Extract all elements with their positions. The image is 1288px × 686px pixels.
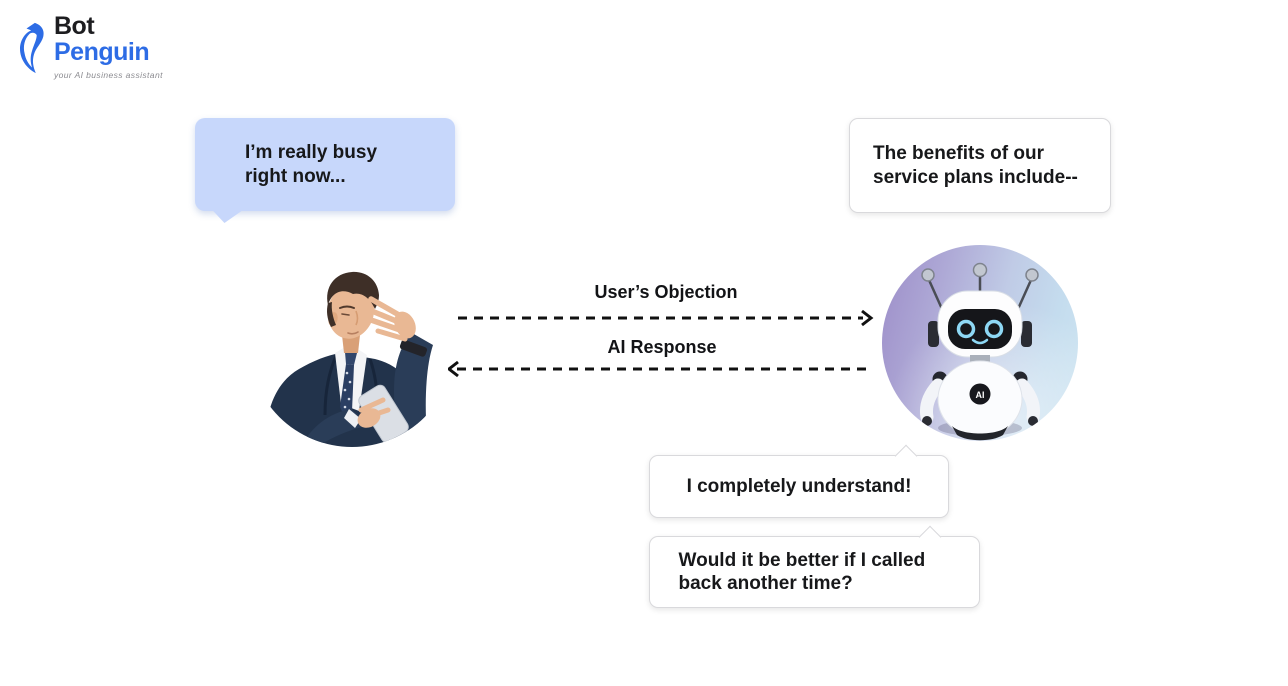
response-flow-label: AI Response [607,337,717,357]
bot-understand-text: I completely understand! [686,475,912,497]
robot-ai-badge: AI [976,390,985,400]
logo-word-bot: Bot [54,12,95,40]
bubble-tail-up [918,525,942,548]
robot-illustration: AI [920,262,1040,441]
bubble-tail-up [894,444,918,467]
businessman-illustration [265,271,433,447]
botpenguin-logo: Bot Penguin your AI business assistant [16,14,163,80]
user-objection-text: I’m really busy right now... [245,142,378,187]
logo-tagline: your AI business assistant [54,70,163,80]
response-arrow-left-icon [448,360,869,378]
logo-wordmark: Bot Penguin your AI business assistant [54,14,163,80]
bot-pitch-bubble: The benefits of our service plans includ… [849,118,1111,213]
bubble-tail-down [212,210,243,223]
objection-arrow-right-icon [458,309,874,327]
bot-callback-text: Would it be better if I called back anot… [678,549,926,594]
bot-understand-bubble: I completely understand! [649,444,949,518]
ai-chatbot-avatar: AI [882,245,1078,441]
penguin-icon [20,22,44,74]
bot-pitch-text: The benefits of our service plans includ… [873,143,1078,188]
busy-user-photo [249,241,455,447]
bot-callback-bubble: Would it be better if I called back anot… [649,525,980,608]
user-objection-bubble: I’m really busy right now... [195,118,455,223]
logo-word-penguin: Penguin [54,38,150,66]
objection-flow-label: User’s Objection [594,282,738,302]
